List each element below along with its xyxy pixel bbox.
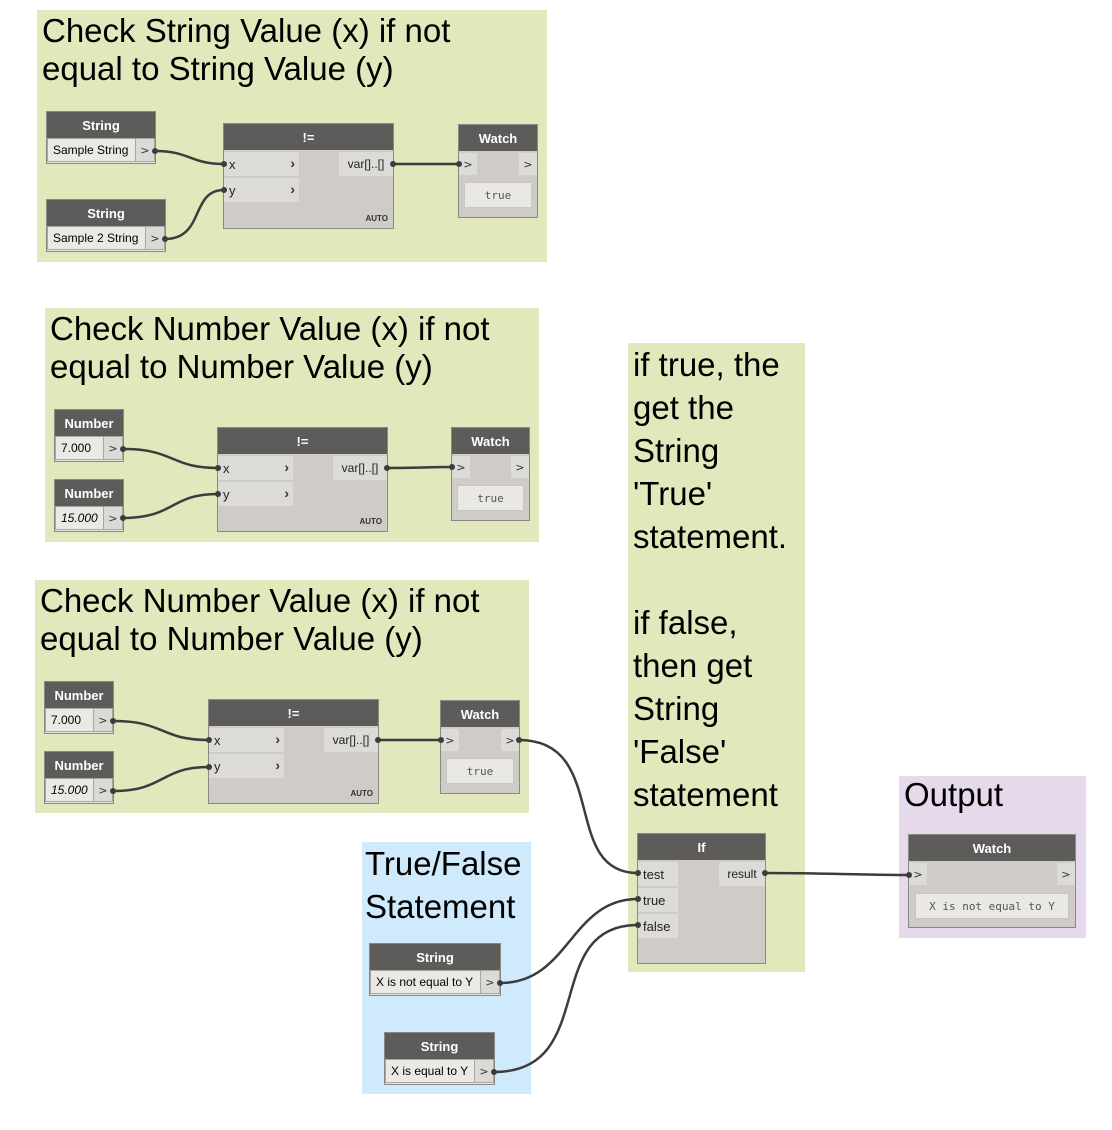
- number-input[interactable]: 15.000: [55, 506, 103, 530]
- chevron-right-icon: ›: [284, 459, 289, 475]
- output-port[interactable]: var[]..[]: [333, 456, 387, 480]
- chevron-right-icon: ›: [290, 155, 295, 171]
- input-port-x[interactable]: x›: [224, 152, 299, 176]
- string-input[interactable]: X is not equal to Y: [370, 970, 480, 994]
- input-port-y[interactable]: y›: [209, 754, 284, 778]
- node-title: Number: [55, 410, 123, 436]
- number-input[interactable]: 7.000: [55, 436, 103, 460]
- output-port[interactable]: result: [719, 862, 765, 886]
- node-title: Watch: [452, 428, 529, 454]
- output-port[interactable]: >: [480, 970, 500, 994]
- output-port[interactable]: var[]..[]: [324, 728, 378, 752]
- string-input[interactable]: Sample 2 String: [47, 226, 145, 250]
- number-node[interactable]: Number 7.000>: [45, 682, 113, 733]
- number-node[interactable]: Number 7.000>: [55, 410, 123, 461]
- not-equal-node[interactable]: != x› y› var[]..[] AUTO: [224, 124, 393, 228]
- output-port[interactable]: >: [511, 456, 529, 478]
- input-port-y[interactable]: y›: [218, 482, 293, 506]
- input-port[interactable]: >: [459, 153, 477, 175]
- group-title: Check Number Value (x) if not equal to N…: [40, 582, 480, 658]
- watch-node[interactable]: Watch > > X is not equal to Y: [909, 835, 1075, 927]
- node-title: !=: [209, 700, 378, 726]
- lacing-badge: AUTO: [350, 789, 373, 798]
- watch-value: true: [464, 182, 532, 208]
- output-port[interactable]: >: [1057, 863, 1075, 885]
- string-input[interactable]: Sample String: [47, 138, 135, 162]
- if-node[interactable]: If test true false result: [638, 834, 765, 963]
- group-title: if true, the get the String 'True' state…: [633, 346, 788, 813]
- group-title: Output: [904, 776, 1004, 813]
- node-title: Number: [45, 682, 113, 708]
- string-input[interactable]: X is equal to Y: [385, 1059, 474, 1083]
- watch-node[interactable]: Watch > > true: [441, 701, 519, 793]
- watch-value: X is not equal to Y: [915, 893, 1069, 919]
- output-port[interactable]: >: [93, 778, 113, 802]
- node-title: Watch: [441, 701, 519, 727]
- node-title: Watch: [909, 835, 1075, 861]
- not-equal-node[interactable]: != x› y› var[]..[] AUTO: [209, 700, 378, 803]
- group-title: Check Number Value (x) if not equal to N…: [50, 310, 490, 386]
- watch-value: true: [446, 758, 514, 784]
- input-port[interactable]: >: [441, 729, 459, 751]
- output-port[interactable]: >: [145, 226, 165, 250]
- output-port[interactable]: >: [135, 138, 155, 162]
- node-title: String: [47, 112, 155, 138]
- output-port[interactable]: >: [103, 436, 123, 460]
- string-node[interactable]: String Sample 2 String>: [47, 200, 165, 251]
- watch-node[interactable]: Watch > > true: [459, 125, 537, 217]
- input-port-test[interactable]: test: [638, 862, 678, 886]
- chevron-right-icon: ›: [284, 485, 289, 501]
- lacing-badge: AUTO: [365, 214, 388, 223]
- output-port[interactable]: >: [474, 1059, 494, 1083]
- input-port[interactable]: >: [452, 456, 470, 478]
- input-port-true[interactable]: true: [638, 888, 678, 912]
- input-port[interactable]: >: [909, 863, 927, 885]
- watch-value: true: [457, 485, 524, 511]
- lacing-badge: AUTO: [359, 517, 382, 526]
- chevron-right-icon: ›: [275, 731, 280, 747]
- node-title: !=: [224, 124, 393, 150]
- output-port[interactable]: >: [501, 729, 519, 751]
- number-input[interactable]: 7.000: [45, 708, 93, 732]
- string-node[interactable]: String X is equal to Y>: [385, 1033, 494, 1084]
- output-port[interactable]: var[]..[]: [339, 152, 393, 176]
- number-node[interactable]: Number 15.000>: [45, 752, 113, 803]
- group-title: True/False Statement: [365, 845, 522, 925]
- wire: [518, 738, 639, 875]
- node-title: !=: [218, 428, 387, 454]
- output-port[interactable]: >: [519, 153, 537, 175]
- number-input[interactable]: 15.000: [45, 778, 93, 802]
- not-equal-node[interactable]: != x› y› var[]..[] AUTO: [218, 428, 387, 531]
- node-title: If: [638, 834, 765, 860]
- node-title: Number: [45, 752, 113, 778]
- input-port-y[interactable]: y›: [224, 178, 299, 202]
- input-port-false[interactable]: false: [638, 914, 678, 938]
- number-node[interactable]: Number 15.000>: [55, 480, 123, 531]
- input-port-x[interactable]: x›: [218, 456, 293, 480]
- string-node[interactable]: String Sample String>: [47, 112, 155, 163]
- group-if-statement[interactable]: if true, the get the String 'True' state…: [628, 343, 805, 972]
- node-title: String: [385, 1033, 494, 1059]
- output-port[interactable]: >: [93, 708, 113, 732]
- group-title: Check String Value (x) if not equal to S…: [42, 12, 451, 88]
- node-title: String: [47, 200, 165, 226]
- input-port-x[interactable]: x›: [209, 728, 284, 752]
- string-node[interactable]: String X is not equal to Y>: [370, 944, 500, 995]
- node-title: String: [370, 944, 500, 970]
- chevron-right-icon: ›: [290, 181, 295, 197]
- output-port[interactable]: >: [103, 506, 123, 530]
- watch-node[interactable]: Watch > > true: [452, 428, 529, 520]
- chevron-right-icon: ›: [275, 757, 280, 773]
- node-title: Watch: [459, 125, 537, 151]
- node-title: Number: [55, 480, 123, 506]
